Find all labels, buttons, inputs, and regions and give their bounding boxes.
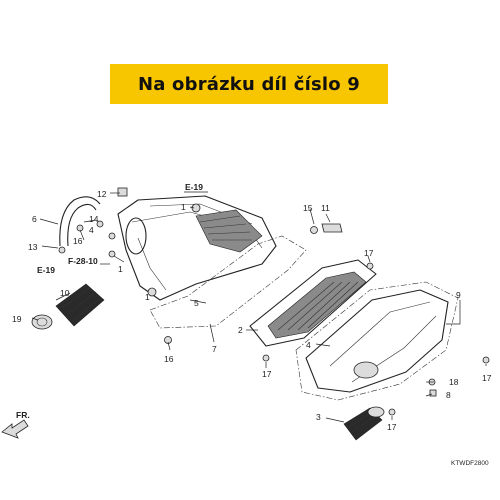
ref-e19-left: E-19	[37, 265, 55, 275]
callout-15: 15	[303, 203, 313, 213]
callout-2: 2	[238, 325, 243, 335]
front-direction-arrow: FR.	[1, 410, 30, 439]
callout-labels: 12 1 6 14 4 16 13 1 10 1 5 19 7 16 15 11…	[12, 189, 492, 432]
reference-labels: E-19 E-19 F-28-10	[37, 182, 208, 275]
callout-17: 17	[262, 369, 272, 379]
callout-7: 7	[212, 344, 217, 354]
fasteners	[76, 223, 490, 416]
callout-11: 11	[321, 203, 330, 213]
breather-hose	[58, 196, 104, 254]
air-cleaner-case-lower	[295, 281, 459, 401]
callout-4: 4	[306, 340, 311, 350]
callout-12: 12	[97, 189, 107, 199]
callout-13: 13	[28, 242, 38, 252]
leader-lines	[31, 192, 487, 423]
air-cleaner-case-upper	[108, 187, 277, 301]
callout-10: 10	[60, 288, 70, 298]
diagram-code: KTWDF2800	[451, 460, 489, 467]
callout-3: 3	[316, 412, 321, 422]
callout-18: 18	[449, 377, 459, 387]
front-label: FR.	[16, 410, 30, 420]
callout-14: 14	[89, 214, 99, 224]
callout-17: 17	[387, 422, 397, 432]
callout-8: 8	[446, 390, 451, 400]
callout-17: 17	[364, 248, 374, 258]
callout-16: 16	[164, 354, 174, 364]
case-gasket	[149, 235, 307, 329]
callout-4: 4	[89, 225, 94, 235]
air-filter-element	[249, 259, 377, 347]
ref-f-28-10: F-28-10	[68, 256, 98, 266]
callout-6: 6	[32, 214, 37, 224]
callout-16: 16	[73, 236, 83, 246]
callout-5: 5	[194, 298, 199, 308]
callout-17: 17	[482, 373, 492, 383]
connecting-tube	[31, 283, 105, 330]
callout-1: 1	[118, 264, 123, 274]
callout-9: 9	[456, 290, 461, 300]
callout-1: 1	[181, 202, 186, 212]
callout-1: 1	[145, 292, 150, 302]
callout-19: 19	[12, 314, 22, 324]
part-number-banner: Na obrázku díl číslo 9	[110, 64, 388, 104]
ref-e19-top: E-19	[185, 182, 203, 192]
intake-funnel	[343, 406, 385, 441]
